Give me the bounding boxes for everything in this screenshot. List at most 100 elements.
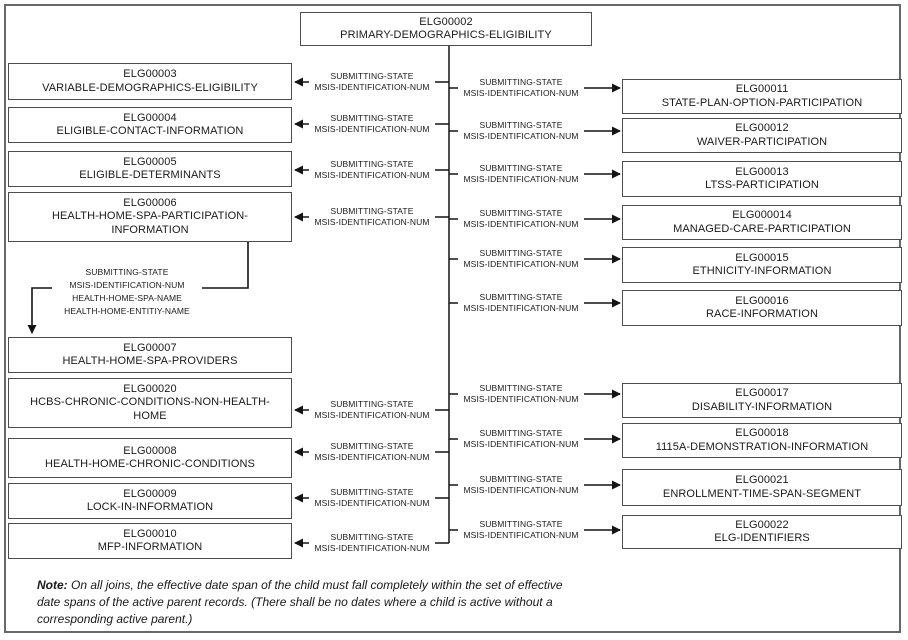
join-label-line: MSIS-IDENTIFICATION-NUM [463,485,579,495]
node-elg00007: ELG00007 HEALTH-HOME-SPA-PROVIDERS [8,337,292,373]
join-label-line: HEALTH-HOME-SPA-NAME [72,293,182,303]
join-label-line: MSIS-IDENTIFICATION-NUM [463,394,579,404]
node-elg00010: ELG00010 MFP-INFORMATION [8,523,292,559]
node-elg00016: ELG00016 RACE-INFORMATION [622,290,902,326]
node-elg00009: ELG00009 LOCK-IN-INFORMATION [8,483,292,519]
join-label-line: MSIS-IDENTIFICATION-NUM [463,303,579,313]
join-label-elg00010: SUBMITTING-STATE MSIS-IDENTIFICATION-NUM [309,532,435,554]
node-id: ELG00009 [123,487,177,500]
node-name: ELG-IDENTIFIERS [714,532,810,544]
node-elg00003: ELG00003 VARIABLE-DEMOGRAPHICS-ELIGIBILI… [8,63,292,100]
join-label-elg00022: SUBMITTING-STATE MSIS-IDENTIFICATION-NUM [458,519,584,541]
node-name: MFP-INFORMATION [97,541,203,553]
join-label-line: MSIS-IDENTIFICATION-NUM [314,410,430,420]
node-name: ELIGIBLE-DETERMINANTS [79,169,221,181]
join-label-elg00016: SUBMITTING-STATE MSIS-IDENTIFICATION-NUM [458,292,584,314]
node-id: ELG00016 [735,294,789,307]
node-name: HEALTH-HOME-SPA-PARTICIPATION- INFORMATI… [51,210,249,236]
join-label-elg00005: SUBMITTING-STATE MSIS-IDENTIFICATION-NUM [309,159,435,181]
node-elg00002: ELG00002 PRIMARY-DEMOGRAPHICS-ELIGIBILIT… [300,12,592,46]
node-name: PRIMARY-DEMOGRAPHICS-ELIGIBILITY [340,29,552,41]
node-id: ELG00008 [123,444,177,457]
node-id: ELG00013 [735,165,789,178]
node-elg00008: ELG00008 HEALTH-HOME-CHRONIC-CONDITIONS [8,438,292,478]
node-id: ELG00015 [735,251,789,264]
node-elg000014: ELG000014 MANAGED-CARE-PARTICIPATION [622,205,902,240]
node-elg00004: ELG00004 ELIGIBLE-CONTACT-INFORMATION [8,107,292,143]
node-elg00011: ELG00011 STATE-PLAN-OPTION-PARTICIPATION [622,79,902,114]
note-body: On all joins, the effective date span of… [37,578,563,626]
note: Note: On all joins, the effective date s… [37,577,637,628]
join-label-line: MSIS-IDENTIFICATION-NUM [463,88,579,98]
join-label-line: MSIS-IDENTIFICATION-NUM [463,530,579,540]
join-label-elg00009: SUBMITTING-STATE MSIS-IDENTIFICATION-NUM [309,487,435,509]
node-id: ELG00003 [123,68,177,80]
note-prefix: Note: [37,578,68,592]
join-label-line: SUBMITTING-STATE [330,441,414,451]
join-label-line: SUBMITTING-STATE [85,267,169,277]
node-elg00013: ELG00013 LTSS-PARTICIPATION [622,161,902,197]
join-label-line: SUBMITTING-STATE [479,383,563,393]
node-id: ELG00021 [735,474,789,486]
node-id: ELG00004 [123,111,177,124]
join-label-line: SUBMITTING-STATE [479,474,563,484]
join-label-elg00003: SUBMITTING-STATE MSIS-IDENTIFICATION-NUM [309,71,435,93]
join-label-line: SUBMITTING-STATE [479,120,563,130]
node-id: ELG00005 [123,155,177,168]
node-id: ELG00011 [735,83,789,95]
join-label-line: SUBMITTING-STATE [330,532,414,542]
join-label-line: MSIS-IDENTIFICATION-NUM [314,543,430,553]
join-label-elg00015: SUBMITTING-STATE MSIS-IDENTIFICATION-NUM [458,248,584,270]
join-label-elg00018: SUBMITTING-STATE MSIS-IDENTIFICATION-NUM [458,428,584,450]
node-elg00018: ELG00018 1115A-DEMONSTRATION-INFORMATION [622,423,902,458]
node-elg00022: ELG00022 ELG-IDENTIFIERS [622,515,902,549]
join-label-line: SUBMITTING-STATE [330,159,414,169]
node-name: 1115A-DEMONSTRATION-INFORMATION [655,440,869,453]
node-id: ELG00007 [123,341,177,354]
join-label-elg00004: SUBMITTING-STATE MSIS-IDENTIFICATION-NUM [309,113,435,135]
join-label-line: SUBMITTING-STATE [330,113,414,123]
node-name: MANAGED-CARE-PARTICIPATION [673,222,851,235]
join-label-line: SUBMITTING-STATE [479,208,563,218]
node-name: STATE-PLAN-OPTION-PARTICIPATION [661,96,863,109]
node-id: ELG00017 [735,387,789,399]
join-label-elg00021: SUBMITTING-STATE MSIS-IDENTIFICATION-NUM [458,474,584,496]
join-label-line: SUBMITTING-STATE [479,519,563,529]
node-name: ELIGIBLE-CONTACT-INFORMATION [56,125,244,137]
join-label-line: SUBMITTING-STATE [330,399,414,409]
join-label-line: MSIS-IDENTIFICATION-NUM [314,217,430,227]
node-name: ETHNICITY-INFORMATION [692,265,832,277]
join-label-elg00007: SUBMITTING-STATE MSIS-IDENTIFICATION-NUM… [52,266,202,318]
node-elg00015: ELG00015 ETHNICITY-INFORMATION [622,247,902,283]
join-label-elg000014: SUBMITTING-STATE MSIS-IDENTIFICATION-NUM [458,208,584,230]
join-label-line: SUBMITTING-STATE [479,428,563,438]
node-name: WAIVER-PARTICIPATION [696,135,828,148]
node-id: ELG00010 [123,527,177,540]
join-label-line: MSIS-IDENTIFICATION-NUM [463,259,579,269]
node-elg00006: ELG00006 HEALTH-HOME-SPA-PARTICIPATION- … [8,192,292,242]
node-name: LOCK-IN-INFORMATION [86,501,214,513]
node-elg00020: ELG00020 HCBS-CHRONIC-CONDITIONS-NON-HEA… [8,378,292,428]
node-name: VARIABLE-DEMOGRAPHICS-ELIGIBILITY [42,81,258,94]
node-name: HEALTH-HOME-CHRONIC-CONDITIONS [45,458,255,470]
join-label-line: SUBMITTING-STATE [479,77,563,87]
join-label-line: SUBMITTING-STATE [479,248,563,258]
node-elg00012: ELG00012 WAIVER-PARTICIPATION [622,118,902,153]
join-label-line: SUBMITTING-STATE [330,487,414,497]
node-id: ELG00012 [735,122,789,134]
join-label-line: MSIS-IDENTIFICATION-NUM [463,174,579,184]
node-elg00005: ELG00005 ELIGIBLE-DETERMINANTS [8,151,292,187]
join-label-line: MSIS-IDENTIFICATION-NUM [463,131,579,141]
join-label-line: HEALTH-HOME-ENTITIY-NAME [64,306,190,316]
join-label-elg00008: SUBMITTING-STATE MSIS-IDENTIFICATION-NUM [309,441,435,463]
node-elg00021: ELG00021 ENROLLMENT-TIME-SPAN-SEGMENT [622,469,902,506]
join-label-line: MSIS-IDENTIFICATION-NUM [314,82,430,92]
join-label-line: MSIS-IDENTIFICATION-NUM [314,452,430,462]
join-label-line: MSIS-IDENTIFICATION-NUM [314,498,430,508]
node-id: ELG00022 [735,518,789,531]
node-name: ENROLLMENT-TIME-SPAN-SEGMENT [662,487,862,500]
join-label-line: MSIS-IDENTIFICATION-NUM [463,219,579,229]
join-label-line: SUBMITTING-STATE [479,292,563,302]
node-id: ELG00020 [123,382,177,395]
